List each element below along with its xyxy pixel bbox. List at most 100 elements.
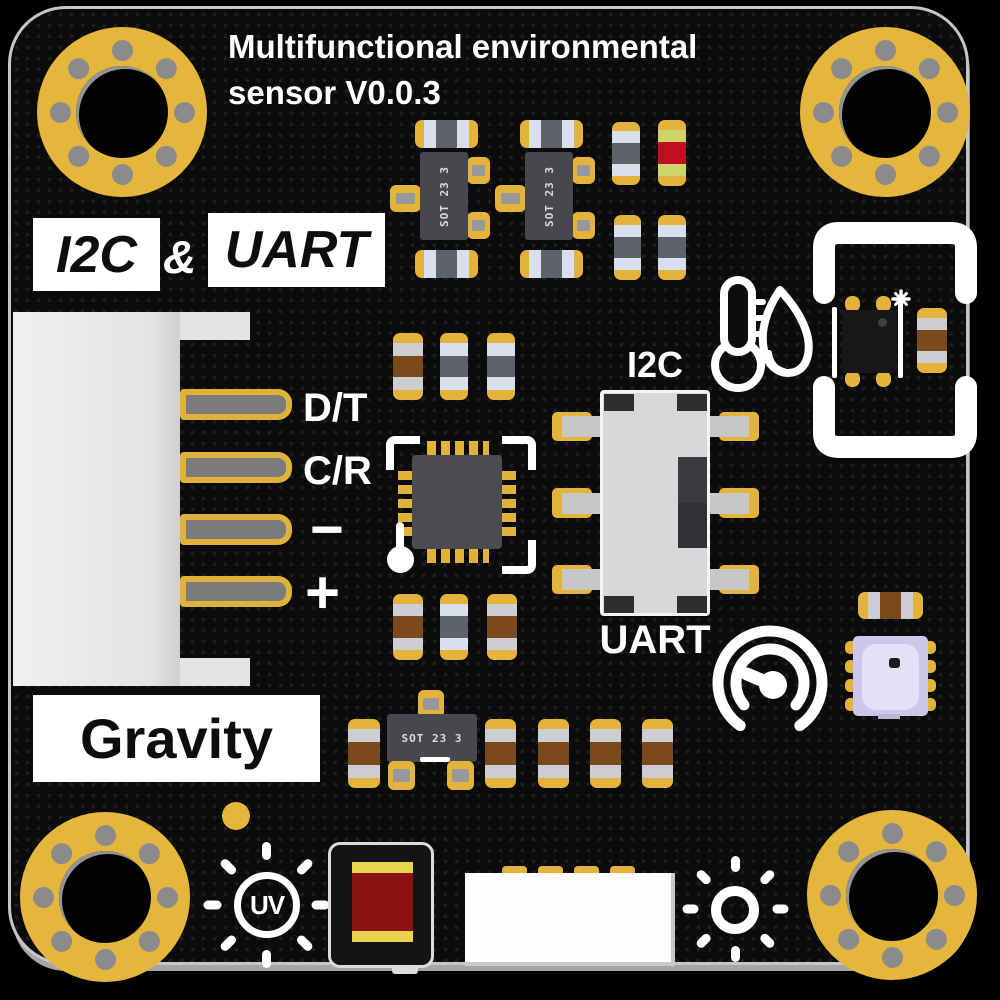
resistor	[393, 333, 423, 400]
resistor	[858, 592, 923, 619]
ray	[261, 842, 271, 860]
capacitor	[658, 215, 686, 280]
ray	[730, 946, 740, 962]
chip-marking: SOT 23 3	[542, 165, 556, 227]
switch-lead	[562, 493, 604, 514]
capacitor	[415, 120, 478, 148]
board-title-line1: Multifunctional environmental	[228, 28, 698, 65]
fiducial-dot	[222, 802, 250, 830]
ray	[772, 904, 788, 914]
pin1-marker-stem	[396, 522, 404, 554]
resistor	[642, 719, 673, 788]
silkscreen-line	[832, 307, 837, 378]
qfn-pins-right	[501, 468, 516, 536]
via-dot	[173, 101, 195, 123]
mounting-hole-bottom-right	[807, 810, 977, 980]
switch-lead	[562, 416, 604, 437]
sensor-pad	[845, 296, 860, 312]
sot23-transistor: SOT 23 3	[525, 152, 573, 240]
via-dot	[94, 948, 116, 970]
sun-ring	[711, 886, 759, 934]
qfn-pins-bottom	[427, 548, 489, 563]
via-dot	[819, 884, 841, 906]
board-title-line2: sensor V0.0.3	[228, 74, 441, 111]
uart-badge: UART	[208, 213, 385, 287]
connector-tab-top	[180, 312, 250, 340]
resistor	[393, 594, 423, 660]
switch-tab	[604, 394, 634, 411]
via-dot	[150, 53, 181, 84]
sot23-pad	[447, 761, 474, 790]
connector-pin	[180, 389, 292, 420]
gauge-icon	[712, 625, 828, 732]
connector-tab-bottom	[180, 658, 250, 686]
pin-label-plus: +	[305, 559, 341, 626]
sot23-transistor: SOT 23 3	[420, 152, 468, 240]
ambient-light-sensor-body	[465, 873, 675, 966]
via-dot	[812, 101, 834, 123]
sensor-frame-brackets	[813, 222, 977, 458]
capacitor	[487, 333, 515, 400]
resistor	[485, 719, 516, 788]
sot23-pad	[572, 212, 595, 239]
i2c-badge: I2C	[33, 218, 160, 291]
via-dot	[133, 838, 164, 869]
pressure-sensor-port	[889, 658, 900, 668]
sensor-tab	[878, 714, 900, 719]
switch-lead	[707, 493, 749, 514]
silkscreen-line	[898, 300, 903, 378]
switch-lead	[707, 569, 749, 590]
via-dot	[833, 923, 864, 954]
via-dot	[881, 946, 903, 968]
qfn-pins-left	[398, 468, 413, 536]
pin1-marker-dot	[387, 546, 414, 573]
via-dot	[913, 53, 944, 84]
via-dot	[63, 53, 94, 84]
connector-pin	[180, 452, 292, 483]
switch-lead	[562, 569, 604, 590]
via-dot	[826, 53, 857, 84]
via-dot	[920, 923, 951, 954]
uv-ring: UV	[234, 872, 300, 938]
uv-sensor-window	[352, 862, 413, 942]
resistor	[348, 719, 380, 788]
via-dot	[46, 838, 77, 869]
switch-label-i2c: I2C	[626, 344, 684, 385]
uv-sensor-stub	[392, 966, 418, 974]
sensor-pad	[876, 296, 891, 312]
resistor	[487, 594, 517, 660]
via-dot	[920, 836, 951, 867]
silkscreen-corner-bracket	[502, 540, 536, 574]
capacitor	[614, 215, 641, 280]
sot23-pad	[390, 185, 421, 212]
red-led	[658, 120, 686, 186]
sot23-pad	[495, 185, 526, 212]
gravity-connector-body	[13, 312, 180, 686]
capacitor	[520, 120, 583, 148]
temp-humidity-sensor-ic	[842, 310, 897, 373]
switch-tab	[677, 596, 707, 613]
silkscreen-corner-bracket	[502, 436, 536, 470]
via-dot	[913, 140, 944, 171]
ray	[203, 900, 221, 910]
switch-slider-knob	[678, 503, 707, 548]
via-dot	[111, 163, 133, 185]
sensor-pad	[876, 371, 891, 387]
sparkle-icon	[891, 289, 911, 309]
pin-label-dt: D/T	[303, 386, 368, 430]
resistor	[538, 719, 569, 788]
sot23-pad	[467, 212, 490, 239]
via-dot	[94, 824, 116, 846]
resistor	[590, 719, 621, 788]
silkscreen-tick	[420, 757, 450, 762]
sot23-transistor: SOT 23 3	[387, 714, 477, 762]
via-dot	[881, 822, 903, 844]
mounting-hole-top-right	[800, 27, 970, 197]
pressure-sensor-lid	[862, 644, 919, 710]
via-dot	[150, 140, 181, 171]
chip-marking: SOT 23 3	[401, 731, 463, 745]
qfn-pins-top	[427, 441, 489, 456]
pin-label-minus: −	[310, 497, 344, 562]
via-dot	[49, 101, 71, 123]
via-dot	[936, 101, 958, 123]
